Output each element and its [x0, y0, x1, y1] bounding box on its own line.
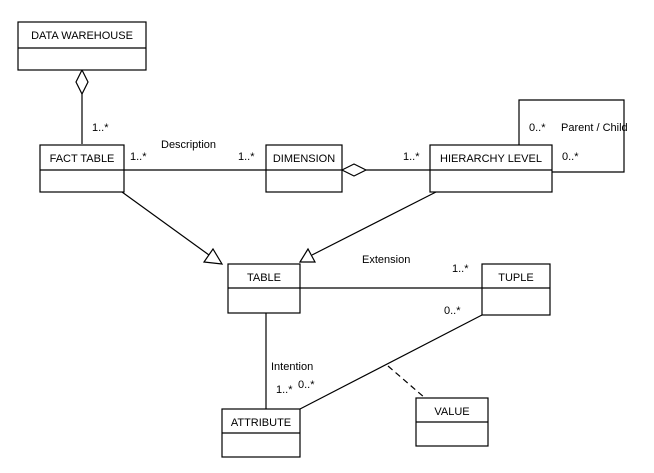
class-fact-table-name: FACT TABLE: [50, 153, 115, 165]
parent-child-loop: [518, 99, 625, 173]
description-dimension-multiplicity: 1..*: [238, 151, 255, 163]
parent-child-label: Parent / Child: [561, 122, 628, 134]
parent-child-top-multiplicity: 0..*: [529, 122, 546, 134]
dimension-aggregation-diamond: [340, 163, 368, 177]
class-data-warehouse-name: DATA WAREHOUSE: [31, 30, 133, 42]
class-dimension-name: DIMENSION: [273, 153, 335, 165]
tuple-attribute-tuple-multiplicity: 0..*: [444, 305, 461, 317]
extension-label: Extension: [362, 254, 410, 266]
warehouse-aggregation-diamond: [75, 68, 89, 96]
description-label: Description: [161, 139, 216, 151]
extension-tuple-multiplicity: 1..*: [452, 263, 469, 275]
dimension-hierarchy-multiplicity: 1..*: [403, 151, 420, 163]
warehouse-fact-multiplicity: 1..*: [92, 122, 109, 134]
class-table-name: TABLE: [247, 272, 281, 284]
class-table: TABLE: [227, 263, 301, 314]
class-dimension: DIMENSION: [265, 144, 343, 193]
tuple-attribute-attribute-multiplicity: 0..*: [298, 379, 315, 391]
class-attribute: ATTRIBUTE: [221, 408, 301, 458]
intention-attribute-multiplicity: 1..*: [276, 384, 293, 396]
class-value-name: VALUE: [434, 406, 469, 418]
hierarchy-generalization-arrow: [298, 247, 317, 263]
value-association-dashed-line: [387, 365, 426, 399]
description-fact-multiplicity: 1..*: [130, 151, 147, 163]
class-tuple: TUPLE: [481, 263, 551, 316]
intention-label: Intention: [271, 361, 313, 373]
class-fact-table: FACT TABLE: [39, 144, 125, 193]
tuple-attribute-line: [299, 314, 483, 410]
hierarchy-generalization-line: [311, 191, 437, 256]
class-hierarchy-level: HIERARCHY LEVEL: [429, 144, 553, 193]
class-hierarchy-level-name: HIERARCHY LEVEL: [440, 153, 542, 165]
fact-generalization-line: [121, 191, 210, 256]
class-value: VALUE: [415, 397, 489, 447]
parent-child-right-multiplicity: 0..*: [562, 151, 579, 163]
class-data-warehouse: DATA WAREHOUSE: [17, 21, 147, 71]
class-attribute-name: ATTRIBUTE: [231, 417, 291, 429]
fact-generalization-arrow: [202, 247, 224, 265]
class-tuple-name: TUPLE: [498, 272, 533, 284]
